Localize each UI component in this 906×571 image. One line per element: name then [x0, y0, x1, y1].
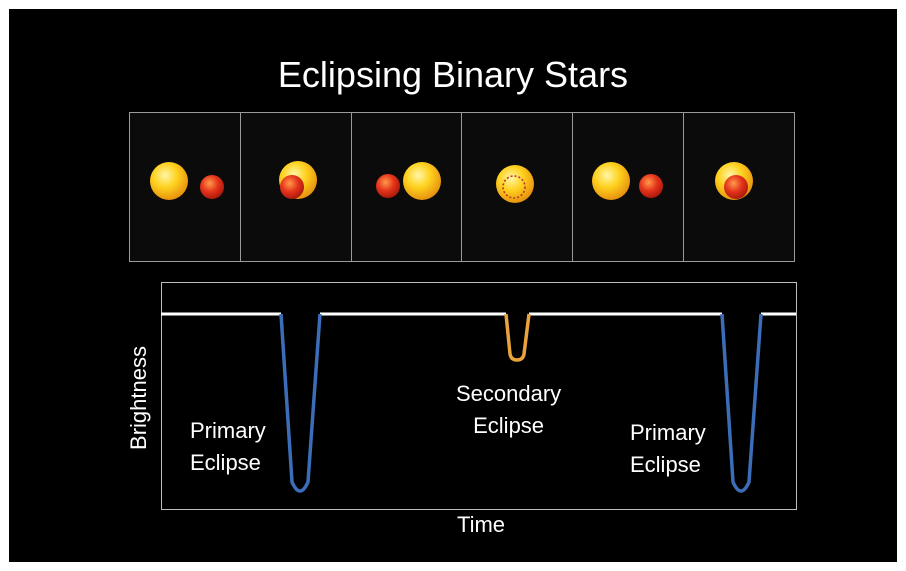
label-line: Primary [190, 418, 266, 443]
phase-panel-6 [684, 113, 794, 261]
primary-eclipse-label-2: Primary Eclipse [630, 417, 706, 481]
small-star-icon [639, 174, 664, 198]
secondary-eclipse-label: Secondary Eclipse [456, 378, 561, 442]
label-line: Primary [630, 420, 706, 445]
large-star-icon [496, 165, 535, 203]
orbit-phase-strip [129, 112, 795, 262]
label-line: Eclipse [473, 413, 545, 438]
primary-eclipse-dip-2 [720, 313, 763, 493]
phase-panel-5 [573, 113, 685, 261]
x-axis-label: Time [456, 512, 506, 537]
small-star-icon [375, 174, 400, 198]
label-line: Eclipse [190, 450, 261, 475]
phase-panel-2 [240, 113, 352, 261]
diagram-title: Eclipsing Binary Stars [277, 54, 629, 95]
light-curve-box [161, 282, 797, 510]
phase-panel-3 [351, 113, 463, 261]
primary-eclipse-dip-1 [279, 313, 322, 493]
small-star-icon [279, 175, 304, 199]
small-star-icon [724, 175, 749, 199]
phase-panel-4 [462, 113, 574, 261]
large-star-icon [592, 162, 631, 200]
y-axis-label: Brightness [126, 346, 151, 450]
hidden-small-star-outline-icon [502, 175, 527, 199]
large-star-icon [402, 162, 441, 200]
label-line: Secondary [456, 381, 562, 406]
large-star-icon [150, 162, 188, 200]
primary-eclipse-label-1: Primary Eclipse [190, 415, 266, 479]
secondary-eclipse-dip [504, 313, 531, 362]
small-star-icon [200, 175, 224, 199]
label-line: Eclipse [630, 452, 701, 477]
phase-panel-1 [130, 113, 241, 261]
